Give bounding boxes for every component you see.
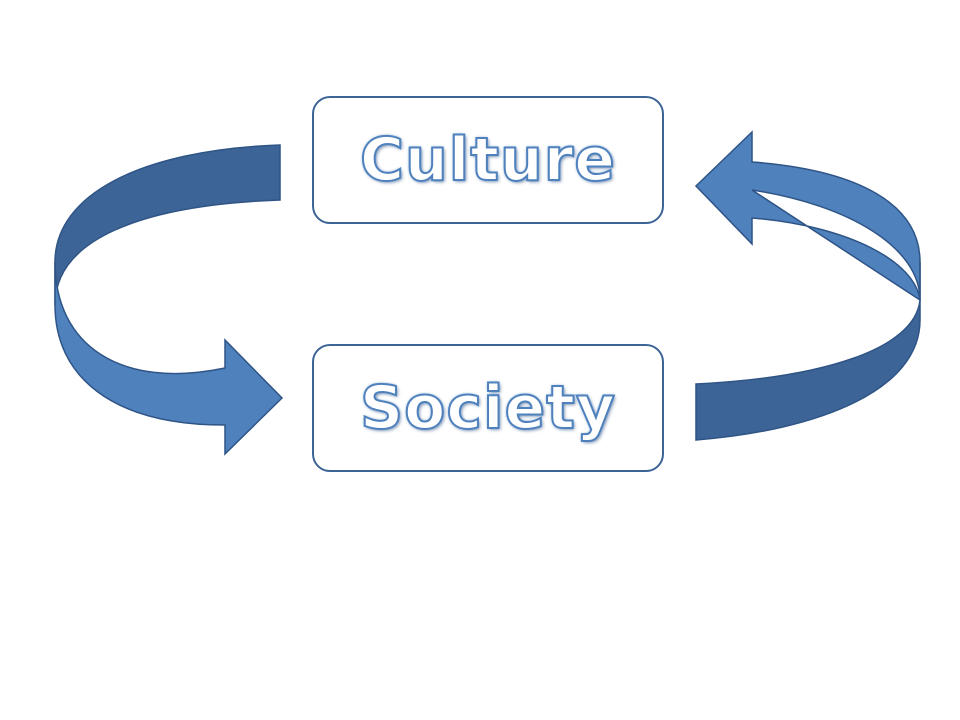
culture-node: Culture: [312, 96, 664, 224]
arrow-left-front-band: [54, 261, 284, 456]
arrow-culture-to-society: [54, 144, 284, 456]
society-node: Society: [312, 344, 664, 472]
culture-label: Culture: [359, 125, 616, 195]
arrow-left-back-band: [54, 144, 281, 306]
arrow-right-back-band: [695, 262, 921, 441]
arrow-right-front-band: [694, 130, 921, 302]
society-label: Society: [359, 373, 617, 443]
arrow-society-to-culture: [694, 130, 921, 441]
